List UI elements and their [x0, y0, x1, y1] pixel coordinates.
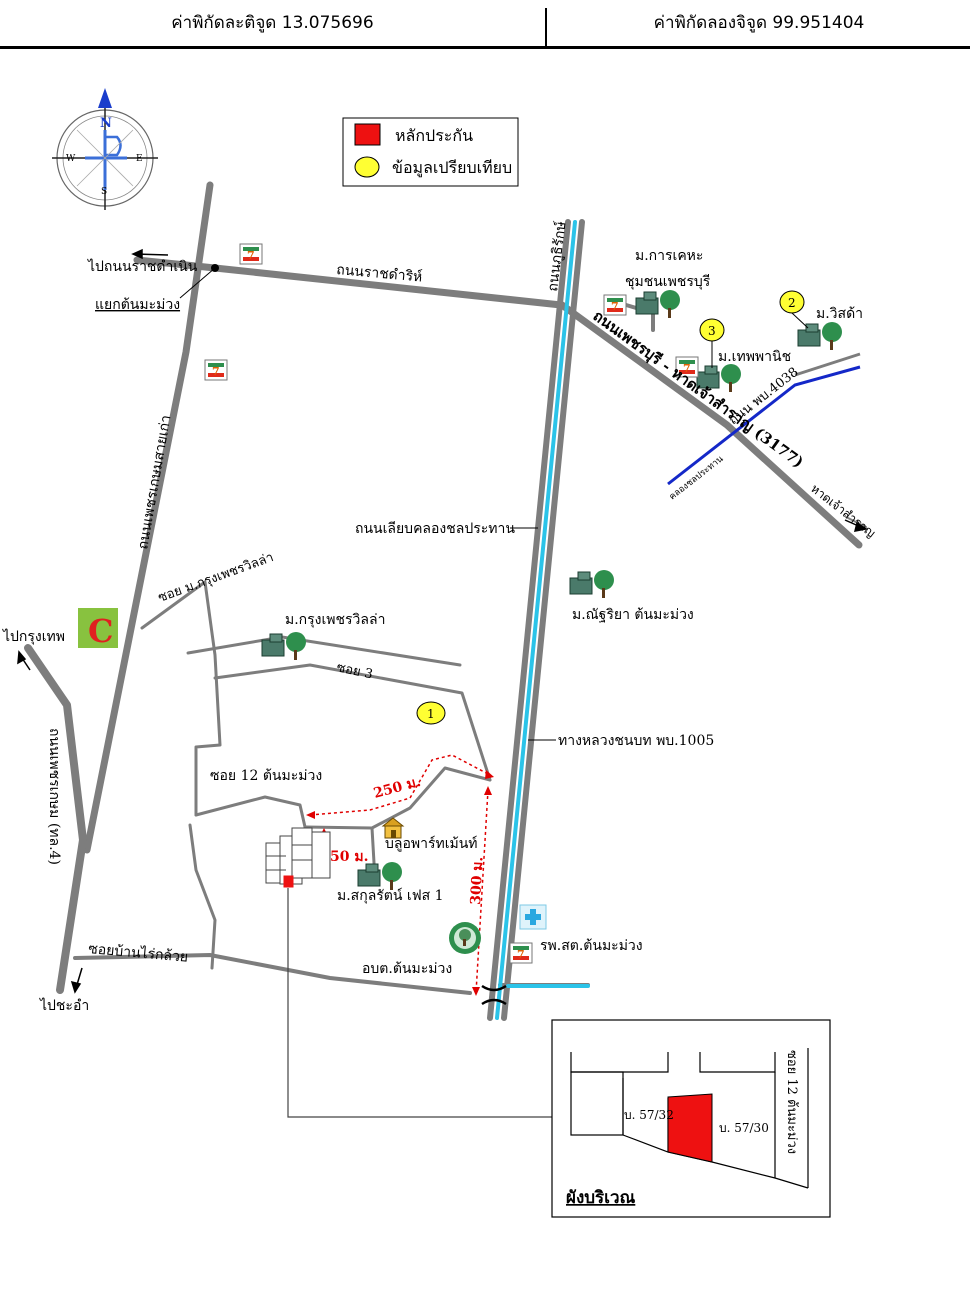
label-soi-3: ซอย 3 [335, 660, 374, 682]
label-nathiya: ม.ณัฐริยา ต้นมะม่วง [572, 607, 694, 623]
collateral-building [265, 827, 331, 888]
road-4038 [667, 365, 861, 486]
seven-eleven-icon: 7 [509, 942, 533, 964]
seven-eleven-icon: 7 [204, 359, 228, 381]
inset-left-house: บ. 57/32 [624, 1108, 674, 1122]
highway-4-road [24, 644, 87, 994]
svg-text:3: 3 [708, 324, 716, 338]
svg-text:7: 7 [212, 365, 220, 378]
label-soi-ban-rai: ซอยบ้านไร่กล้วย [88, 940, 189, 966]
legend: หลักประกัน ข้อมูลเปรียบเทียบ [342, 117, 519, 187]
comparable-legend-swatch [354, 156, 380, 178]
soi-west-road [188, 823, 217, 970]
legend-collateral-label: หลักประกัน [395, 126, 473, 145]
compass-icon: N S E W [52, 88, 158, 210]
bigc-icon: C [78, 608, 118, 650]
road-4038-grey [794, 352, 861, 377]
bridge-icon [481, 984, 507, 1006]
header-divider [545, 8, 547, 48]
inset-title: ผังบริเวณ [566, 1188, 636, 1208]
label-to-bangkok: ไปกรุงเทพ [2, 628, 65, 645]
label-old-phetkasem: ถนนเพชรเกษมสายเก่า [135, 414, 174, 551]
inset-collateral-plot [667, 1093, 713, 1163]
village-icon-thepphanich [696, 364, 741, 392]
svg-text:7: 7 [247, 249, 255, 262]
legend-comparable-label: ข้อมูลเปรียบเทียบ [392, 158, 512, 178]
soi-12-road [194, 795, 307, 829]
svg-text:2: 2 [788, 296, 796, 310]
label-sakul: ม.สกุลรัตน์ เฟส 1 [337, 887, 444, 904]
label-soi-12: ซอย 12 ต้นมะม่วง [210, 768, 322, 784]
label-hospital: รพ.สต.ต้นมะม่วง [540, 938, 643, 954]
label-visada: ม.วิสด้า [816, 306, 863, 322]
compass-e: E [136, 154, 143, 164]
hospital-icon [519, 904, 547, 930]
village-icon-visada [797, 322, 842, 350]
inset-leader-line [287, 888, 552, 1118]
seven-eleven-icon: 7 [675, 356, 699, 378]
label-obt: อบต.ต้นมะม่วง [362, 961, 452, 977]
apartment-house-icon [381, 817, 405, 839]
tree-icon [449, 922, 481, 954]
label-rural-road: ทางหลวงชนบท พบ.1005 [558, 733, 714, 749]
comparable-marker-2: 2 [779, 290, 809, 329]
soi-ban-rai-road [73, 953, 472, 995]
label-dist-250: 250 ม. [372, 774, 423, 802]
label-dist-300: 300 ม. [468, 856, 487, 905]
soi-3-road [213, 663, 492, 782]
compass-n: N [100, 116, 112, 131]
village-icon-karnkheha [635, 290, 680, 318]
label-soi-krung: ซอย ม.กรุงเพชรวิลล่า [156, 550, 275, 606]
soi-12-link [370, 766, 492, 830]
longitude-label: ค่าพิกัดลองจิจูด 99.951404 [653, 13, 865, 33]
compass-w: W [66, 154, 76, 164]
svg-text:1: 1 [427, 707, 435, 721]
inset-soi-label: ซอย 12 ต้นมะม่วง [784, 1050, 799, 1154]
latitude-label: ค่าพิกัดละติจูด 13.075696 [171, 13, 374, 33]
label-krung-villa: ม.กรุงเพชรวิลล่า [285, 612, 385, 628]
coordinate-header: ค่าพิกัดละติจูด 13.075696 ค่าพิกัดลองจิจ… [0, 0, 970, 49]
label-karnkheha: ม.การเคหะ [635, 248, 703, 264]
label-karnkheha-community: ชุมชนเพชรบุรี [625, 274, 711, 290]
label-thepphanich: ม.เทพพานิช [718, 349, 791, 365]
label-ratchadamnoen: ไปถนนราชดำเนิน [87, 258, 198, 275]
soi-krung-road [140, 580, 222, 817]
village-icon-krung-villa [261, 632, 306, 660]
svg-text:C: C [88, 612, 113, 650]
label-phetkasem-4: ถนนเพชรเกษม (ทล.4) [46, 728, 62, 865]
inset-right-house: บ. 57/30 [719, 1121, 769, 1135]
krung-villa-road [186, 635, 462, 667]
phetburi-hat-road [558, 301, 863, 549]
site-plan-inset: บ. 57/32 บ. 57/30 ซอย 12 ต้นมะม่วง ผังบร… [551, 1019, 831, 1218]
old-phetkasem-road [83, 181, 214, 854]
direction-arrows [17, 248, 868, 994]
canal [487, 219, 590, 1021]
collateral-legend-swatch [354, 123, 381, 146]
svg-text:7: 7 [683, 362, 691, 375]
seven-eleven-icon: 7 [603, 294, 627, 316]
label-dist-50: 50 ม. [330, 849, 368, 865]
label-yaek-tonmamuang: แยกต้นมะม่วง [95, 297, 180, 313]
collateral-marker [283, 875, 294, 888]
comparable-marker-1: 1 [416, 701, 446, 725]
village-icon-sakul [357, 862, 402, 890]
label-canal-road: ถนนเลียบคลองชลประทาน [355, 521, 515, 537]
label-blue-apartment: บลูอพาร์ทเม้นท์ [385, 835, 478, 852]
label-to-cha-am: ไปชะอำ [39, 997, 89, 1014]
village-icon-nathiya [569, 570, 614, 598]
seven-eleven-icon: 7 [239, 243, 263, 265]
compass-s: S [101, 187, 107, 197]
comparable-marker-3: 3 [699, 318, 725, 368]
svg-text:7: 7 [611, 300, 619, 313]
svg-text:7: 7 [517, 948, 525, 961]
